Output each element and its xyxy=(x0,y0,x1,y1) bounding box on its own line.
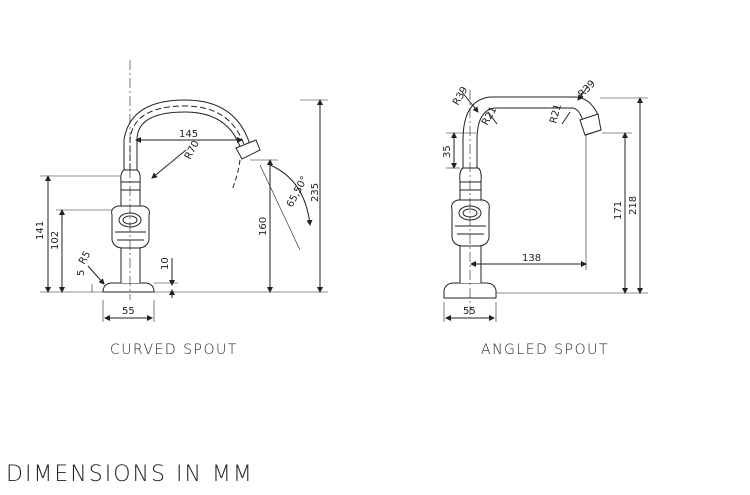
angled-total-height-label: 218 xyxy=(628,196,639,215)
curved-base-width-label: 55 xyxy=(122,306,135,317)
curved-total-height-label: 235 xyxy=(310,183,321,202)
curved-base-height-label: 10 xyxy=(160,257,171,270)
curved-base-step-label: 5 xyxy=(76,270,87,276)
curved-spout-caption: CURVED SPOUT xyxy=(110,342,238,358)
angled-neck-label: 35 xyxy=(442,145,453,158)
angled-spout-drawing xyxy=(443,85,648,322)
angled-spout-caption: ANGLED SPOUT xyxy=(481,342,609,358)
curved-handle-top-label: 141 xyxy=(35,221,46,240)
curved-base-radius-label: R5 xyxy=(77,249,93,266)
angled-spout-height-label: 171 xyxy=(613,201,624,220)
angled-radius-outer-left-label: R39 xyxy=(451,85,470,108)
curved-reach-label: 145 xyxy=(179,129,198,140)
curved-angle-label: 65,50° xyxy=(285,175,311,210)
angled-radius-outer-right-label: R39 xyxy=(576,78,598,100)
curved-spout-drawing xyxy=(40,60,328,322)
curved-spout-height-label: 160 xyxy=(258,217,269,236)
curved-faucet-base xyxy=(102,282,155,293)
page-title: DIMENSIONS IN MM xyxy=(6,462,254,487)
angled-radius-inner-right-label: R21 xyxy=(548,103,564,125)
angled-reach-label: 138 xyxy=(522,253,541,264)
angled-base-width-label: 55 xyxy=(463,306,476,317)
angled-faucet-spout xyxy=(462,96,601,168)
curved-handle-center-label: 102 xyxy=(50,231,61,250)
curved-radius-label: R70 xyxy=(183,139,202,162)
